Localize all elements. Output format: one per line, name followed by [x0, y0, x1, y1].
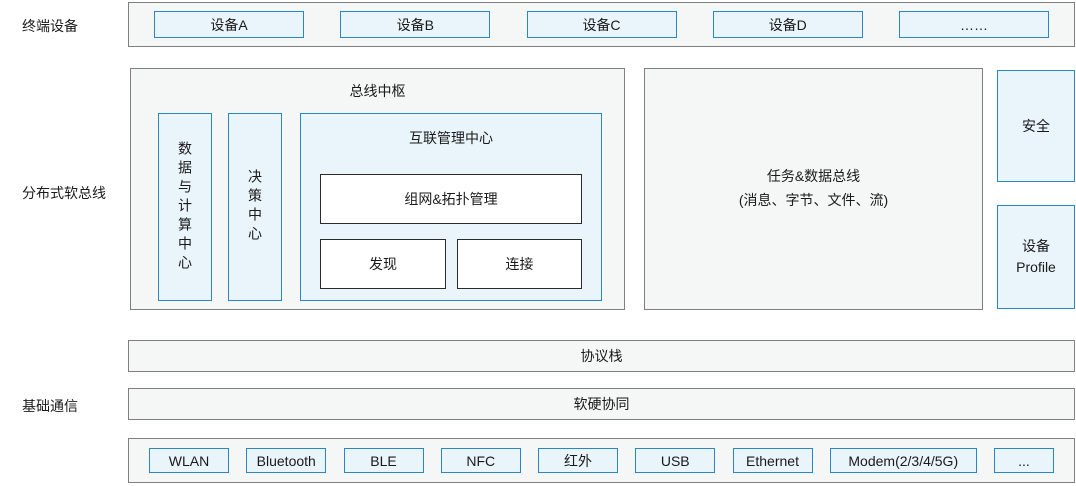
bus-hub-title: 总线中枢	[349, 83, 406, 99]
task-data-bus-subtitle: (消息、字节、文件、流)	[738, 192, 889, 208]
hw-sw-synergy-bar: 软硬协同	[128, 388, 1075, 420]
label-terminal-devices: 终端设备	[22, 18, 78, 34]
label-basic-communication: 基础通信	[22, 398, 78, 414]
device-d-box: 设备D	[712, 11, 863, 38]
device-profile-line2: Profile	[1016, 259, 1056, 275]
transport-more-box: ...	[994, 448, 1054, 473]
networking-topology-box: 组网&拓扑管理	[320, 174, 582, 224]
device-b-box: 设备B	[340, 11, 491, 38]
device-profile-line1: 设备	[1022, 238, 1050, 254]
transport-wlan-box: WLAN	[149, 448, 229, 473]
label-distributed-softbus: 分布式软总线	[22, 185, 106, 201]
transport-bluetooth-box: Bluetooth	[246, 448, 327, 473]
transport-modem-box: Modem(2/3/4/5G)	[829, 448, 977, 473]
security-box: 安全	[997, 70, 1075, 182]
bus-hub-container: 总线中枢 数据与计算中心 决策中心 互联管理中心 组网&拓扑管理 发现 连接	[130, 68, 625, 310]
data-compute-center-box: 数据与计算中心	[158, 113, 212, 301]
transport-usb-box: USB	[635, 448, 716, 473]
interconnect-management-container: 互联管理中心 组网&拓扑管理 发现 连接	[300, 113, 602, 301]
transport-ble-box: BLE	[343, 448, 424, 473]
decision-center-box: 决策中心	[228, 113, 282, 301]
device-c-box: 设备C	[526, 11, 677, 38]
task-data-bus-title: 任务&数据总线	[766, 168, 861, 185]
discovery-box: 发现	[320, 239, 446, 289]
transports-container: WLAN Bluetooth BLE NFC 红外 USB Ethernet M…	[128, 438, 1075, 483]
transport-infrared-box: 红外	[538, 448, 618, 473]
transport-ethernet-box: Ethernet	[732, 448, 813, 473]
interconnect-management-title: 互联管理中心	[409, 130, 493, 146]
device-profile-box: 设备 Profile	[997, 205, 1075, 309]
transport-nfc-box: NFC	[440, 448, 521, 473]
device-more-box: ……	[899, 11, 1049, 38]
task-data-bus-container: 任务&数据总线 (消息、字节、文件、流)	[644, 68, 983, 310]
terminal-devices-container: 设备A 设备B 设备C 设备D ……	[128, 2, 1075, 47]
protocol-stack-bar: 协议栈	[128, 340, 1075, 372]
device-a-box: 设备A	[154, 11, 304, 38]
connection-box: 连接	[457, 239, 582, 289]
